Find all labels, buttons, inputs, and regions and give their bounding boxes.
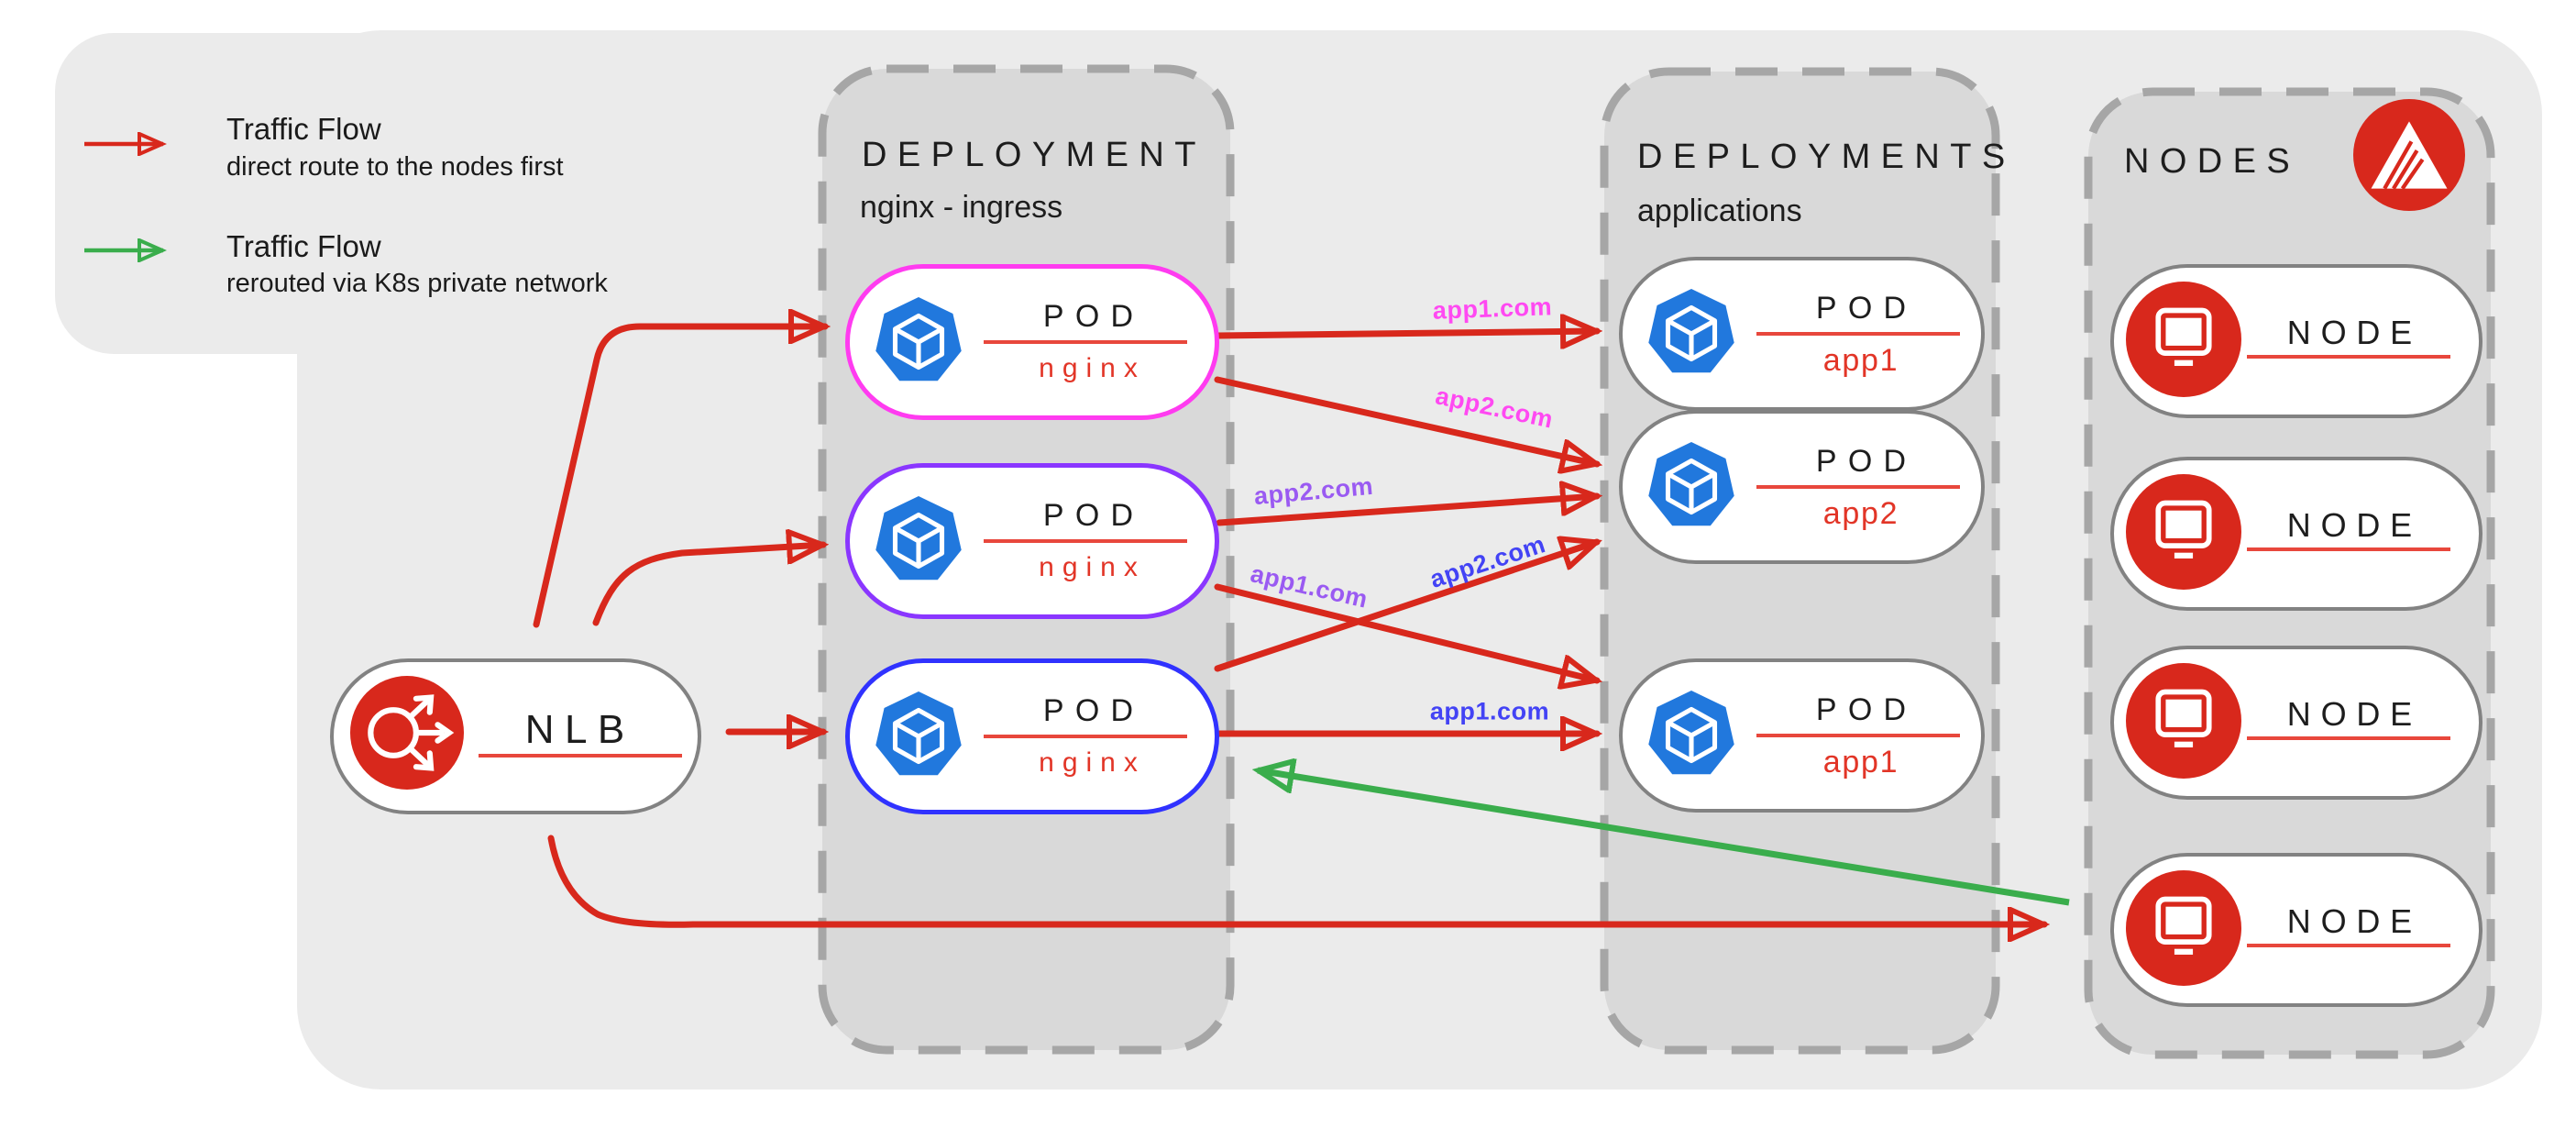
apps-column-title: DEPLOYMENTS bbox=[1637, 138, 2016, 176]
kubernetes-pod-icon bbox=[875, 297, 962, 382]
node-pill-4: NODE bbox=[2110, 853, 2482, 1007]
app-pod-3: POD app1 bbox=[1619, 658, 1985, 813]
label-underline bbox=[1756, 485, 1960, 489]
pod-type-label: POD bbox=[1815, 692, 1918, 727]
node-pill-2: NODE bbox=[2110, 457, 2482, 611]
pod-name-label: nginx bbox=[1039, 747, 1146, 778]
label-underline bbox=[2247, 736, 2450, 740]
legend-panel bbox=[55, 33, 684, 354]
pod-type-label: POD bbox=[1042, 693, 1145, 728]
node-label: NODE bbox=[2286, 902, 2422, 940]
node-pill-3: NODE bbox=[2110, 646, 2482, 800]
legend-green-subtitle: rerouted via K8s private network bbox=[226, 269, 608, 298]
legend-red-title: Traffic Flow bbox=[226, 112, 381, 146]
monitor-icon bbox=[2126, 870, 2241, 986]
load-balancer-icon bbox=[350, 676, 464, 790]
node-label: NODE bbox=[2286, 695, 2422, 733]
app-pod-1: POD app1 bbox=[1619, 257, 1985, 411]
nlb-label: NLB bbox=[524, 707, 635, 752]
legend-red-subtitle: direct route to the nodes first bbox=[226, 152, 564, 182]
nginx-pod-1: POD nginx bbox=[845, 264, 1219, 420]
ingress-column-title: DEPLOYMENT bbox=[862, 136, 1206, 174]
apps-column-subtitle: applications bbox=[1637, 194, 1802, 228]
label-underline bbox=[2247, 547, 2450, 551]
pod-name-label: app2 bbox=[1822, 496, 1899, 531]
label-underline bbox=[984, 340, 1187, 344]
kubernetes-pod-icon bbox=[1648, 289, 1734, 373]
legend-green-title: Traffic Flow bbox=[226, 229, 381, 263]
kubernetes-pod-icon bbox=[875, 691, 962, 776]
nginx-pod-2: POD nginx bbox=[845, 463, 1219, 619]
nlb-pill: NLB bbox=[330, 658, 701, 814]
label-underline bbox=[1756, 734, 1960, 737]
monitor-icon bbox=[2126, 474, 2241, 590]
pod-type-label: POD bbox=[1042, 498, 1145, 533]
label-underline bbox=[2247, 355, 2450, 359]
monitor-icon bbox=[2126, 663, 2241, 779]
flow-label-pod3-app1: app1.com bbox=[1429, 697, 1550, 725]
ingress-column-subtitle: nginx - ingress bbox=[860, 190, 1063, 225]
pod-type-label: POD bbox=[1815, 291, 1918, 326]
kubernetes-pod-icon bbox=[875, 496, 962, 581]
pod-name-label: app1 bbox=[1822, 343, 1899, 378]
kubernetes-pod-icon bbox=[1648, 691, 1734, 775]
kubernetes-pod-icon bbox=[1648, 442, 1734, 526]
pod-name-label: nginx bbox=[1039, 353, 1146, 383]
label-underline bbox=[984, 539, 1187, 543]
node-label: NODE bbox=[2286, 506, 2422, 544]
flow-label-pod1-app1: app1.com bbox=[1432, 293, 1553, 325]
nlb-underline bbox=[479, 754, 682, 758]
label-underline bbox=[1756, 332, 1960, 336]
nginx-pod-3: POD nginx bbox=[845, 658, 1219, 814]
pod-name-label: app1 bbox=[1822, 745, 1899, 780]
node-pill-1: NODE bbox=[2110, 264, 2482, 418]
app-pod-2: POD app2 bbox=[1619, 410, 1985, 564]
monitor-icon bbox=[2126, 282, 2241, 397]
label-underline bbox=[2247, 944, 2450, 947]
pod-name-label: nginx bbox=[1039, 552, 1146, 582]
nodes-column-title: NODES bbox=[2124, 142, 2301, 181]
pod-type-label: POD bbox=[1815, 444, 1918, 479]
pod-type-label: POD bbox=[1042, 299, 1145, 334]
label-underline bbox=[984, 735, 1187, 738]
triangle-brand-logo-icon bbox=[2353, 99, 2465, 211]
node-label: NODE bbox=[2286, 314, 2422, 351]
